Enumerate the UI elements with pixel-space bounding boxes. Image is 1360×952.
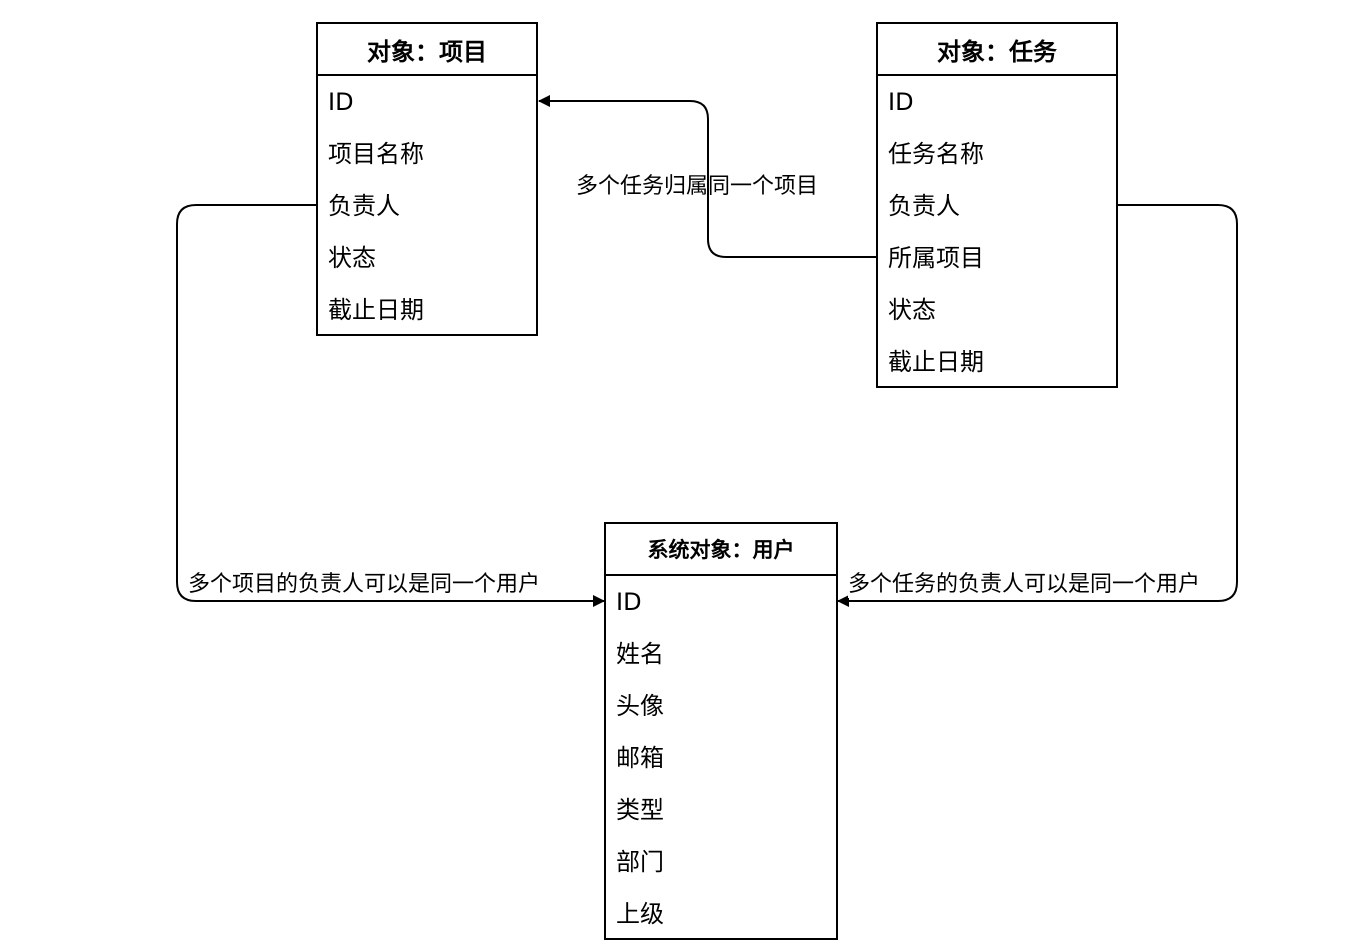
field-user-manager: 上级: [616, 900, 664, 928]
entity-user-title: 系统对象：用户: [606, 524, 836, 576]
field-task-project: 所属项目: [888, 244, 984, 272]
edge-project-owner-to-user: [176, 204, 605, 607]
edge-task-to-project: [538, 95, 876, 258]
field-user-name: 姓名: [616, 640, 664, 668]
field-project-name: 项目名称: [328, 140, 424, 168]
entity-project: 对象：项目 ID 项目名称 负责人 状态 截止日期: [316, 22, 538, 336]
field-user-type: 类型: [616, 796, 664, 824]
entity-task: 对象：任务 ID 任务名称 负责人 所属项目 状态 截止日期: [876, 22, 1118, 388]
entity-project-title: 对象：项目: [318, 24, 536, 76]
field-project-status: 状态: [328, 244, 376, 272]
field-user-department: 部门: [616, 848, 664, 876]
edge-label-task-owner-to-user: 多个任务的负责人可以是同一个用户: [848, 572, 1201, 598]
field-project-owner: 负责人: [328, 192, 400, 220]
field-task-name: 任务名称: [888, 140, 984, 168]
field-project-id: ID: [328, 88, 354, 116]
field-task-deadline: 截止日期: [888, 348, 984, 376]
entity-user: 系统对象：用户 ID 姓名 头像 邮箱 类型 部门 上级: [604, 522, 838, 940]
field-user-email: 邮箱: [616, 744, 664, 772]
field-task-status: 状态: [888, 296, 936, 324]
entity-task-title: 对象：任务: [878, 24, 1116, 76]
field-project-deadline: 截止日期: [328, 296, 424, 324]
field-task-id: ID: [888, 88, 914, 116]
edge-task-owner-to-user: [837, 204, 1238, 607]
field-user-id: ID: [616, 588, 642, 616]
field-user-avatar: 头像: [616, 692, 664, 720]
field-task-owner: 负责人: [888, 192, 960, 220]
edge-label-project-owner-to-user: 多个项目的负责人可以是同一个用户: [188, 572, 541, 598]
edge-label-task-to-project: 多个任务归属同一个项目: [576, 174, 819, 199]
